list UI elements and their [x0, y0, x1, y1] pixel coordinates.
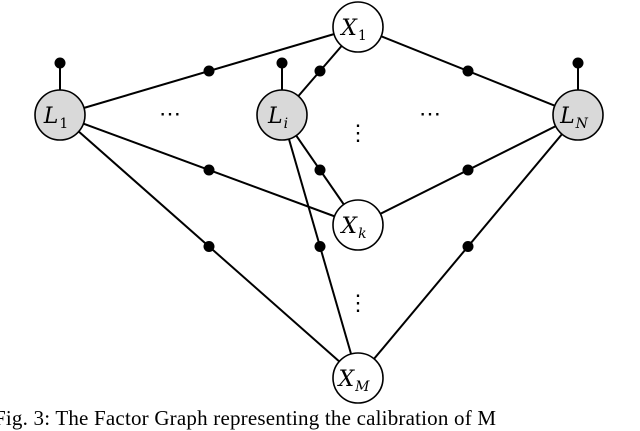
ellipsis-left: ⋯	[159, 102, 181, 127]
edges-layer	[59, 26, 579, 379]
prior-factor-LN	[572, 57, 584, 69]
factor-Li-XM	[314, 241, 326, 252]
ellipsis-right: ⋯	[419, 102, 441, 127]
ellipsis-upper-vertical: ⋮	[347, 121, 369, 146]
node-Xk	[332, 199, 384, 251]
figure-caption: Fig. 3: The Factor Graph representing th…	[0, 406, 497, 430]
ellipsis-lower-vertical: ⋮	[347, 291, 369, 316]
factor-LN-XM	[462, 241, 474, 252]
prior-factor-L1	[54, 57, 66, 69]
factor-L1-X1	[203, 65, 215, 77]
node-Li	[256, 89, 308, 141]
factor-Li-Xk	[314, 164, 326, 176]
node-label-XM: XM	[336, 367, 370, 395]
node-L1	[34, 89, 86, 141]
factor-Li-X1	[314, 65, 326, 77]
factor-L1-Xk	[203, 164, 215, 176]
factor-LN-Xk	[462, 164, 474, 176]
factor-L1-XM	[203, 241, 215, 252]
prior-factor-Li	[276, 57, 288, 69]
node-XM	[332, 352, 384, 404]
factors-layer	[203, 65, 474, 252]
node-LN	[552, 89, 604, 141]
node-X1	[332, 1, 384, 53]
priors-layer	[54, 57, 584, 90]
factor-LN-X1	[462, 65, 474, 77]
